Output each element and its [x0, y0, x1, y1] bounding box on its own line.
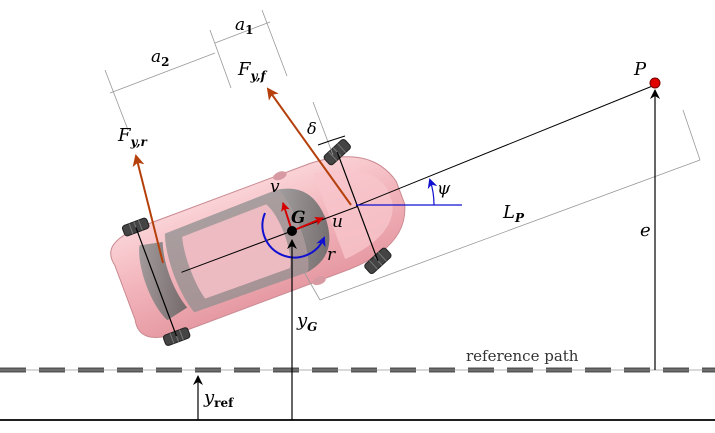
- label-yg-main: y: [296, 310, 308, 331]
- label-yg-sub: G: [307, 320, 317, 334]
- label-front-lateral-force: Fy,f: [237, 59, 268, 83]
- label-v: v: [270, 177, 280, 197]
- label-fyr-sub: y,r: [130, 135, 149, 149]
- label-lp: LP: [502, 202, 525, 225]
- label-fyf-main: F: [237, 59, 252, 80]
- right-mirror: [312, 276, 326, 286]
- label-yref-main: y: [203, 387, 215, 408]
- label-p: P: [633, 59, 647, 80]
- rear-right-wheel: [162, 327, 191, 346]
- rear-lateral-force-arrow: [132, 154, 164, 264]
- label-a1-main: a: [235, 15, 245, 35]
- label-y-g: yG: [296, 310, 317, 334]
- label-u: u: [332, 212, 343, 232]
- look-ahead-line: [355, 84, 656, 207]
- label-fyr-main: F: [117, 125, 132, 146]
- label-lp-sub: P: [514, 211, 525, 225]
- rear-left-wheel: [121, 217, 150, 237]
- center-of-gravity-point: [287, 226, 297, 236]
- label-a1: a1: [235, 15, 254, 37]
- label-delta: δ: [307, 119, 317, 138]
- label-a2-main: a: [151, 47, 161, 67]
- car-hood: [313, 169, 393, 260]
- label-a1-sub: 1: [245, 23, 253, 37]
- label-a2: a2: [151, 47, 170, 69]
- look-ahead-point: [649, 77, 661, 89]
- label-fyf-sub: y,f: [250, 69, 268, 83]
- longitudinal-velocity-arrow: [291, 216, 324, 232]
- front-right-wheel: [364, 247, 392, 274]
- car-rear-window: [139, 241, 188, 321]
- yaw-rate-arrow: [261, 212, 326, 259]
- label-reference-path: reference path: [466, 347, 579, 365]
- label-y-ref: yref: [203, 387, 234, 410]
- rear-axle: [135, 227, 178, 337]
- label-rear-lateral-force: Fy,r: [117, 125, 149, 149]
- psi-angle-arc: [427, 178, 438, 206]
- left-mirror: [273, 171, 287, 181]
- label-e: e: [640, 220, 651, 241]
- car-windshield: [276, 188, 330, 273]
- car: [110, 139, 406, 346]
- label-r: r: [327, 245, 336, 265]
- label-g: G: [291, 208, 306, 228]
- label-yref-sub: ref: [214, 396, 234, 410]
- front-lateral-force-arrow: [266, 87, 352, 206]
- label-psi: ψ: [437, 179, 451, 199]
- road: [0, 367, 715, 421]
- delta-angle-arc: [317, 135, 346, 146]
- label-lp-main: L: [502, 202, 515, 223]
- dimension-lines: [104, 9, 701, 301]
- car-longitudinal-axis: [181, 206, 358, 273]
- label-a2-sub: 2: [161, 55, 169, 69]
